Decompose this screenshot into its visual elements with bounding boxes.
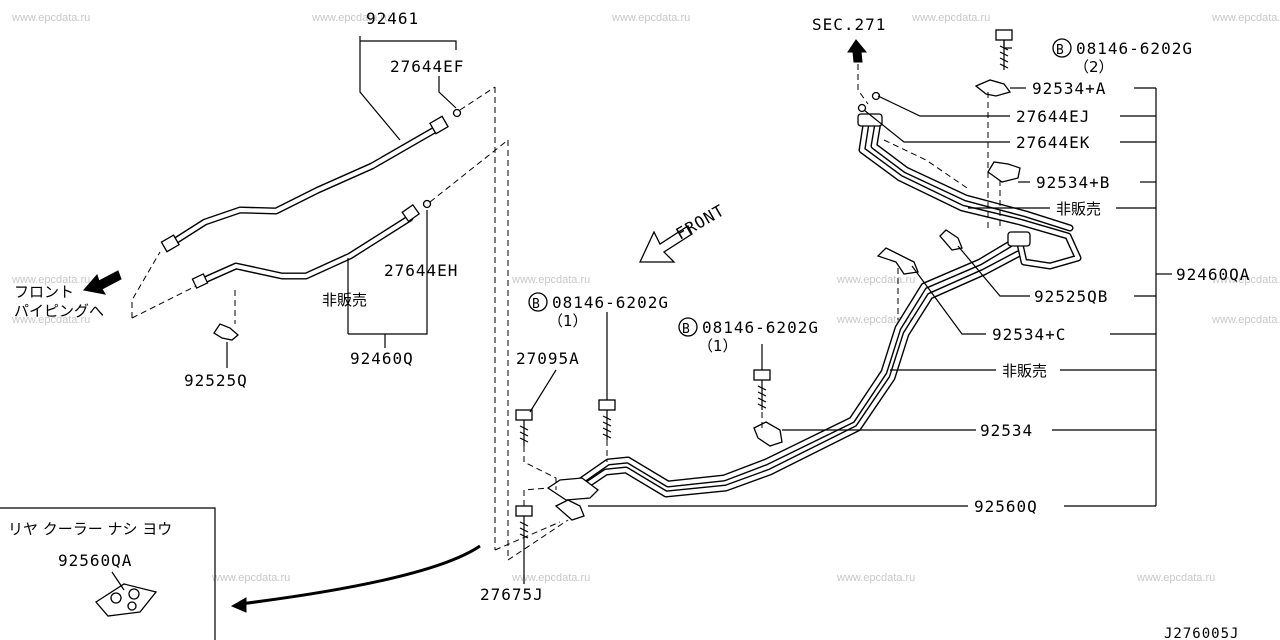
label-unsold-upper: 非販売	[1056, 200, 1101, 218]
o-ring-27644EH	[422, 199, 432, 209]
bolt-left	[598, 399, 616, 440]
watermark-text: www.epcdata.ru	[1136, 572, 1215, 584]
watermark-text: www.epcdata.ru	[1211, 314, 1280, 326]
bolt-symbol: B	[1056, 43, 1065, 58]
bolt-27095A	[515, 409, 533, 446]
label-bolt-a-qty: （1）	[548, 312, 588, 330]
inset-reference-arrow	[239, 544, 481, 606]
label-bolt-b-code: 08146-6202G	[702, 318, 819, 337]
label-92460Q: 92460Q	[350, 349, 414, 368]
label-27644EK: 27644EK	[1016, 133, 1090, 152]
watermark-text: www.epcdata.ru	[11, 314, 90, 326]
clamp-92525QB	[939, 229, 963, 251]
label-92461: 92461	[366, 9, 419, 28]
bolt-top	[995, 29, 1013, 70]
pipe-end-fitting	[857, 113, 883, 127]
label-92534: 92534	[980, 421, 1033, 440]
clip-92525Q	[213, 323, 240, 341]
clamp-92534A	[974, 79, 1012, 97]
bolt-middle	[753, 369, 771, 410]
label-bolt-c-qty: （2）	[1074, 58, 1114, 76]
label-92560QA: 92560QA	[58, 551, 132, 570]
grommet-92560QA	[95, 583, 158, 617]
label-27644EJ: 27644EJ	[1016, 107, 1090, 126]
front-piping-arrow	[83, 270, 122, 295]
label-92460QA: 92460QA	[1176, 265, 1250, 284]
watermark-text: www.epcdata.ru	[511, 274, 590, 286]
watermark-layer: www.epcdata.ru www.epcdata.ru www.epcdat…	[11, 12, 1280, 584]
bolt-symbol-circle	[678, 317, 698, 337]
watermark-text: www.epcdata.ru	[11, 12, 90, 24]
label-front-direction: FRONT	[673, 200, 729, 243]
watermark-text: www.epcdata.ru	[611, 12, 690, 24]
clamp-92534B	[987, 161, 1021, 183]
label-bolt-a-code: 08146-6202G	[552, 293, 669, 312]
pipe-end-nut	[160, 234, 180, 253]
label-bolt-b-qty: （1）	[698, 337, 738, 355]
rear-cooler-inset	[0, 507, 481, 640]
watermark-text: www.epcdata.ru	[311, 12, 390, 24]
diagram-code: J276005J	[1164, 626, 1239, 640]
bolt-symbol-circle	[1052, 38, 1072, 58]
pipe-end-nut	[429, 115, 449, 135]
label-layer: 92461 27644EF 27644EH 非販売 92460Q 92525Q …	[8, 9, 1250, 640]
label-92534A: 92534+A	[1032, 79, 1106, 98]
watermark-text: www.epcdata.ru	[911, 12, 990, 24]
watermark-text: www.epcdata.ru	[836, 572, 915, 584]
watermark-text: www.epcdata.ru	[1211, 274, 1280, 286]
label-27675J: 27675J	[480, 585, 544, 604]
o-ring-27644EJ	[871, 91, 881, 101]
pipe-end-nut	[191, 273, 209, 289]
clamp-92534C	[876, 247, 919, 275]
watermark-text: www.epcdata.ru	[511, 572, 590, 584]
pipe-end-nut	[401, 203, 421, 223]
watermark-text: www.epcdata.ru	[1211, 12, 1280, 24]
label-front-piping-1: フロント	[14, 283, 74, 301]
label-92560Q: 92560Q	[974, 497, 1038, 516]
label-unsold-left: 非販売	[322, 291, 367, 309]
bolt-symbol-circle	[528, 292, 548, 312]
label-92525QB: 92525QB	[1034, 287, 1108, 306]
pipe-92460Q-unsold	[196, 214, 414, 286]
left-pipe-group	[83, 36, 509, 560]
bolt-symbol: B	[532, 297, 541, 312]
watermark-text: www.epcdata.ru	[836, 314, 915, 326]
clamp-92534	[753, 421, 783, 447]
watermark-text: www.epcdata.ru	[11, 274, 90, 286]
label-bolt-c-code: 08146-6202G	[1076, 39, 1193, 58]
o-ring-27644EK	[857, 103, 867, 113]
watermark-text: www.epcdata.ru	[836, 274, 915, 286]
right-pipe-group	[494, 29, 1172, 584]
label-27644EH: 27644EH	[384, 261, 458, 280]
label-92534C: 92534+C	[992, 325, 1066, 344]
bolt-27675J	[515, 505, 533, 544]
label-unsold-lower: 非販売	[1002, 362, 1047, 380]
label-92534B: 92534+B	[1036, 173, 1110, 192]
label-sec-271: SEC.271	[812, 15, 886, 34]
pipe-joint	[1007, 231, 1031, 247]
sec-271-arrow	[847, 39, 868, 63]
label-27644EF: 27644EF	[390, 57, 464, 76]
label-92525Q: 92525Q	[184, 371, 248, 390]
label-rear-cooler-none: リヤ クーラー ナシ ヨウ	[8, 520, 172, 538]
front-direction-arrow	[638, 225, 693, 263]
label-27095A: 27095A	[516, 349, 580, 368]
label-front-piping-2: パイピングへ	[14, 302, 104, 320]
bolt-symbol: B	[682, 322, 691, 337]
clamp-92560Q-lower	[554, 499, 585, 521]
watermark-text: www.epcdata.ru	[211, 572, 290, 584]
clamp-92560Q	[546, 477, 599, 501]
o-ring-27644EF	[452, 108, 462, 118]
